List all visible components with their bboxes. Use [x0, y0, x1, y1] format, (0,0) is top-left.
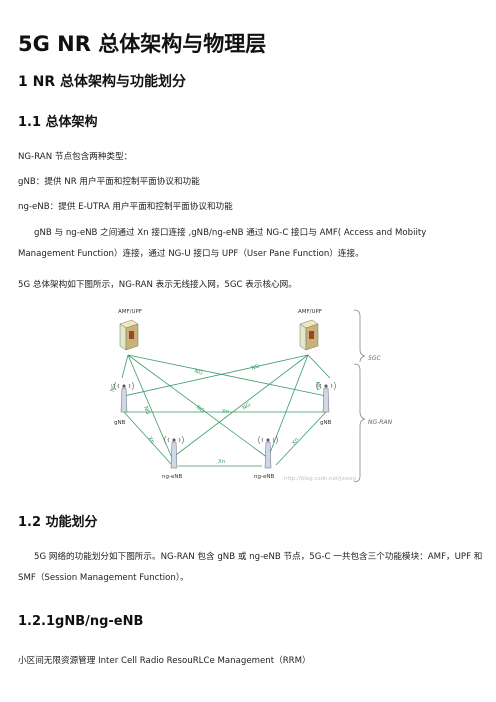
bracket-5gc [353, 309, 366, 363]
section-1-2-1-heading: 1.2.1gNB/ng-eNB [18, 614, 144, 629]
ng-label: NG [242, 402, 252, 412]
paragraph-gnb: gNB：提供 NR 用户平面和控制平面协议和功能 [18, 177, 200, 187]
document-title: 5G NR 总体架构与物理层 [18, 32, 267, 56]
connection-lines [121, 354, 331, 467]
paragraph-interfaces: gNB 与 ng-eNB 之间通过 Xn 接口连接 ,gNB/ng-eNB 通过… [18, 228, 427, 259]
ng-label: NG [251, 363, 261, 372]
ng-label: NG [142, 406, 151, 416]
paragraph-rrm: 小区间无限资源管理 Inter Cell Radio ResouRLCe Man… [18, 656, 311, 666]
xn-label: Xn [291, 436, 301, 446]
section-1-2-heading: 1.2 功能划分 [18, 515, 98, 530]
gnb-right-antenna: gNB [316, 381, 336, 426]
bracket-ng-ran [353, 363, 366, 483]
ng-label: NG [193, 368, 203, 377]
svg-text:gNB: gNB [114, 420, 126, 426]
svg-text:AMF/UPF: AMF/UPF [298, 309, 322, 315]
watermark: http://blog.csdn.net/jxwxg [284, 476, 356, 482]
amf-upf-right: AMF/UPF [298, 309, 322, 351]
xn-label: Xn [146, 436, 155, 446]
ng-label: NG [314, 381, 321, 390]
section-1-heading: 1 NR 总体架构与功能划分 [18, 74, 186, 90]
ng-enb-left-antenna: ng-eNB [162, 435, 184, 480]
ng-label: NG [110, 383, 117, 392]
paragraph-architecture-intro: 5G 总体架构如下图所示，NG-RAN 表示无线接入网，5GC 表示核心网。 [18, 280, 297, 290]
section-1-1-heading: 1.1 总体架构 [18, 115, 98, 130]
label-5gc: 5GC [368, 355, 381, 362]
xn-label: Xn [218, 459, 226, 465]
ng-label: NG [195, 405, 205, 415]
gnb-left-antenna: gNB [114, 381, 134, 426]
svg-text:gNB: gNB [320, 420, 332, 426]
svg-text:ng-eNB: ng-eNB [162, 474, 182, 480]
svg-text:ng-eNB: ng-eNB [254, 474, 274, 480]
xn-label: Xn [222, 409, 230, 415]
paragraph-function-split: 5G 网络的功能划分如下图所示。NG-RAN 包含 gNB 或 ng-eNB 节… [18, 552, 483, 583]
architecture-diagram: 5GC NG-RAN NG NG NG NG NG NG NG Xn [110, 309, 393, 483]
label-ng-ran: NG-RAN [368, 419, 393, 426]
paragraph-ng-enb: ng-eNB：提供 E-UTRA 用户平面和控制平面协议和功能 [18, 202, 233, 212]
paragraph-node-types: NG-RAN 节点包含两种类型： [18, 152, 133, 162]
ng-enb-right-antenna: ng-eNB [254, 435, 278, 480]
amf-upf-left: AMF/UPF [118, 309, 142, 351]
svg-text:AMF/UPF: AMF/UPF [118, 309, 142, 315]
